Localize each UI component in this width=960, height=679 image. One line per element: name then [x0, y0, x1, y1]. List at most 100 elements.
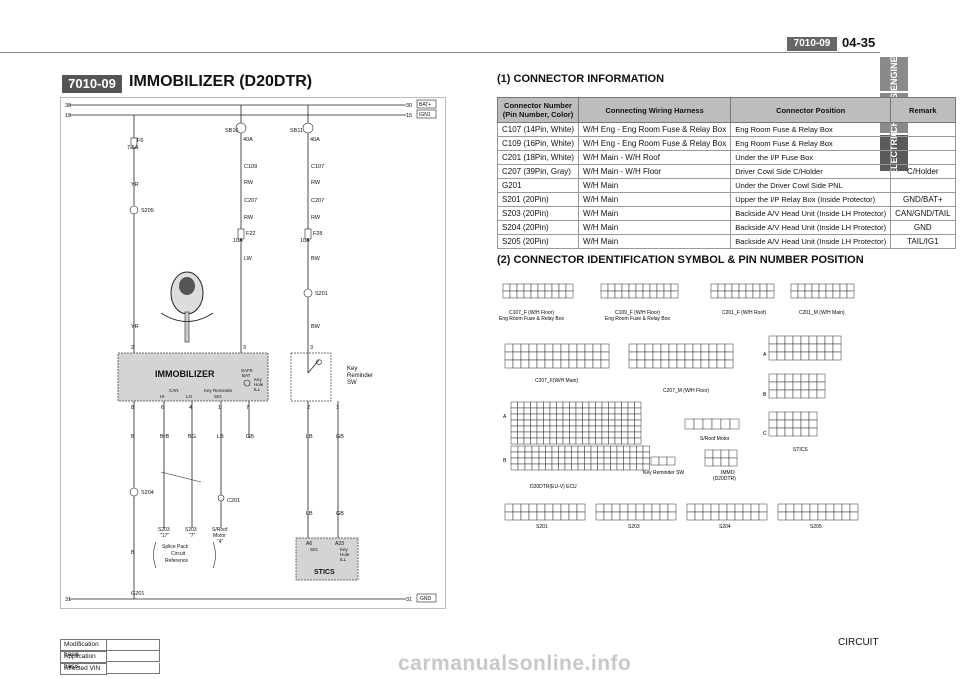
connector-info-table: Connector Number (Pin Number, Color) Con…: [496, 97, 956, 249]
fuse-f6: F6: [137, 138, 143, 144]
wire-gb-2: GB: [336, 434, 344, 440]
title-code: 7010-09: [62, 75, 122, 93]
key-reminder-sw-2: Reminder: [347, 373, 373, 379]
cell-harness: W/H Eng - Eng Room Fuse & Relay Box: [578, 122, 732, 137]
circuit-label: CIRCUIT: [838, 637, 879, 648]
stics-a23: A23: [335, 541, 344, 547]
module-can-hi: HI: [160, 394, 165, 399]
cell-connector: S203 (20Pin): [496, 206, 580, 221]
header-divider: [0, 52, 880, 53]
rail-15-left: 15: [65, 113, 71, 119]
label-c201f: C201_F (W/H Roof): [722, 310, 767, 316]
cell-remark: [890, 136, 956, 151]
connector-grid-s204: [686, 503, 768, 521]
cell-remark: [890, 150, 956, 165]
stics-a6: A6: [306, 541, 312, 547]
rail-15-right: 15: [406, 113, 412, 119]
connector-grid-ecu-b-left: [510, 445, 540, 471]
connector-g201: G201: [131, 591, 144, 597]
label-ecu-b: B: [503, 458, 507, 464]
table-row: C107 (14Pin, White)W/H Eng - Eng Room Fu…: [496, 122, 956, 137]
wire-bw-2: BW: [311, 324, 321, 330]
side-tab-engine[interactable]: ENGINE: [880, 57, 908, 91]
connector-grid-c109: [600, 283, 679, 299]
connector-s205: S205: [141, 208, 154, 214]
label-stics-b: B: [763, 392, 767, 398]
wire-yr-1: YR: [131, 182, 139, 188]
cell-harness: W/H Main - W/H Roof: [578, 150, 732, 165]
connector-symbols: C107_F (W/H Floor) Eng Room Fuse & Relay…: [499, 283, 859, 530]
wire-bg: BG: [188, 434, 196, 440]
connector-s201: S201: [315, 291, 328, 297]
splice-s203-17: S203: [158, 527, 170, 533]
connector-c207-a: C207: [244, 198, 257, 204]
connector-grid-ecu-b-right: [538, 445, 650, 471]
module-sig-label: SIG: [214, 394, 222, 399]
connector-c107: C107: [311, 164, 324, 170]
module-can-label: CAN: [169, 388, 179, 393]
label-s201: S201: [536, 524, 548, 530]
page-number: 04-35: [842, 35, 876, 50]
label-c107-2: Eng Room Fuse & Relay Box: [499, 316, 565, 322]
splice-s203-7-num: "7": [189, 533, 196, 539]
pin-2: 2: [131, 345, 134, 351]
wire-yr-2: YR: [131, 324, 139, 330]
wire-rw-1: RW: [244, 180, 254, 186]
wire-lb-2: LB: [306, 434, 313, 440]
cell-position: Eng Room Fuse & Relay Box: [730, 122, 892, 137]
motor-num: "4": [217, 539, 224, 545]
wire-gb-3: GB: [336, 511, 344, 517]
cell-remark: GND/BAT+: [890, 192, 956, 207]
wire-rw-3: RW: [311, 180, 321, 186]
table-header-row: Connector Number (Pin Number, Color) Con…: [496, 97, 956, 123]
label-key-reminder-sw: Key Reminder SW: [643, 470, 684, 476]
cell-position: Backside A/V Head Unit (Inside LH Protec…: [730, 206, 892, 221]
label-s205: S205: [810, 524, 822, 530]
key-illustration: [160, 271, 214, 343]
col-wiring-harness: Connecting Wiring Harness: [578, 97, 732, 123]
table-row: C109 (16Pin, White)W/H Eng - Eng Room Fu…: [496, 136, 956, 151]
rail-30-left: 30: [65, 103, 71, 109]
pin-4: 4: [189, 405, 192, 411]
label-stics: STICS: [793, 447, 808, 453]
header-code: 7010-09: [787, 37, 837, 51]
connector-c201: C201: [227, 498, 240, 504]
connector-grid-c207m: [628, 343, 734, 369]
cell-harness: W/H Eng - Eng Room Fuse & Relay Box: [578, 136, 732, 151]
rail-31-right: 31: [406, 597, 412, 603]
label-c201m: C201_M (W/H Main): [799, 310, 845, 316]
label-immo-1: IMMO: [721, 470, 735, 476]
module-key-label: Key: [254, 377, 263, 382]
cell-remark: C/Holder: [890, 164, 956, 179]
label-s204: S204: [719, 524, 731, 530]
connector-grid-c207f: [504, 343, 610, 369]
module-ill-label: ILL: [254, 387, 261, 392]
connector-grid-stics-a: [768, 335, 842, 361]
label-immo-2: (D20DTR): [713, 476, 736, 482]
connector-c109: C109: [244, 164, 257, 170]
key-reminder-sw-1: Key: [347, 366, 357, 372]
label-ecu-a: A: [503, 414, 507, 420]
cell-connector: S201 (20Pin): [496, 192, 580, 207]
cell-connector: G201: [496, 178, 580, 193]
fuse-f22-amp: 10A: [233, 238, 243, 244]
modification-basis-value: [106, 639, 160, 651]
fuse-sb11: SB11: [290, 128, 303, 134]
connector-grid-stics-c: [768, 411, 818, 437]
label-stics-a: A: [763, 352, 767, 358]
modification-basis-label: Modification basis: [60, 639, 107, 658]
pin-6: 6: [161, 405, 164, 411]
col-remark: Remark: [890, 97, 956, 123]
splice-pack-line-1: Splice Pack: [162, 544, 189, 550]
connector-s204: S204: [141, 490, 154, 496]
cell-harness: W/H Main: [578, 178, 732, 193]
immobilizer-module-name: IMMOBILIZER: [155, 369, 215, 379]
connector-info-title: (1) CONNECTOR INFORMATION: [497, 73, 665, 85]
application-basis-value: [106, 651, 160, 662]
label-stics-c: C: [763, 431, 767, 437]
wire-rw-4: RW: [311, 215, 321, 221]
pin-8: 8: [131, 405, 134, 411]
